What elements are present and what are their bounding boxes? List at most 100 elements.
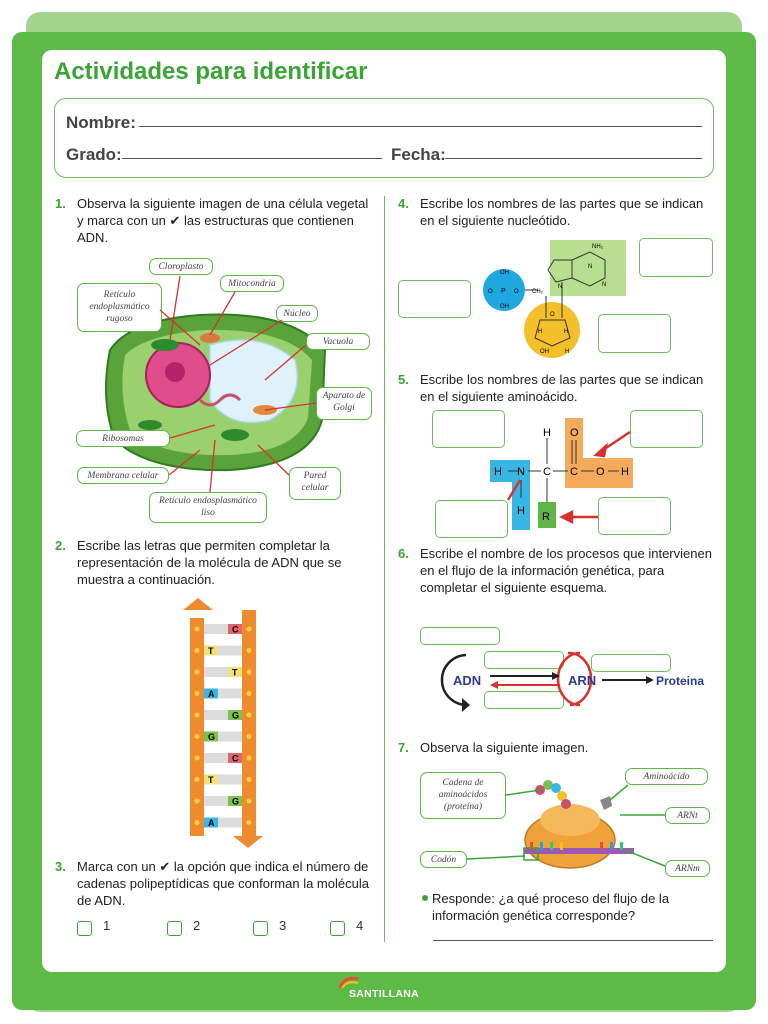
dna-strand-left [190, 618, 204, 836]
nombre-label: Nombre: [66, 113, 136, 132]
nombre-field[interactable] [139, 126, 702, 127]
question-7-text: Observa la siguiente imagen. [420, 740, 589, 755]
dna-rung [204, 667, 242, 677]
grado-field[interactable] [122, 158, 382, 159]
dna-base-g [204, 731, 218, 742]
atom-c-carboxyl: C [570, 466, 578, 478]
nucleotide-answer-box-base[interactable] [639, 238, 713, 277]
option-2-checkbox[interactable] [167, 921, 182, 936]
process-answer-box-reverse[interactable] [484, 691, 564, 709]
process-answer-box-translation[interactable] [591, 654, 671, 672]
dna-backbone-dot [246, 777, 252, 782]
dna-rung [204, 731, 242, 742]
fecha-label: Fecha: [391, 145, 446, 164]
option-4-checkbox[interactable] [330, 921, 345, 936]
amino-answer-box-1[interactable] [432, 410, 505, 448]
dna-backbone-dot [194, 798, 200, 804]
dna-base-g [228, 796, 242, 806]
dna-rung [204, 796, 242, 806]
student-info-box [54, 98, 714, 178]
dna-backbone-dot [246, 712, 252, 718]
question-1-number: 1. [55, 196, 66, 211]
dna-base-c [228, 753, 242, 763]
question-2-number: 2. [55, 538, 66, 553]
label-membrana-celular: Membrana celular [77, 467, 169, 484]
dna-backbone-dot [246, 798, 252, 804]
dna-base-c [228, 624, 242, 634]
dna-base-g [228, 710, 242, 720]
question-2: 2. Escribe las letras que permiten compl… [55, 537, 370, 588]
chem-n-2: N [602, 282, 606, 288]
process-answer-box-replication[interactable] [420, 627, 500, 645]
atom-o-right: O [596, 466, 605, 478]
chem-p: P [501, 288, 506, 295]
dna-base-letter: C [232, 625, 239, 635]
atom-o-top: O [570, 427, 579, 439]
dna-base-letter: T [232, 668, 238, 678]
dna-rung [204, 624, 242, 634]
label-aminoacido: Aminoácido [625, 768, 708, 785]
dna-base-a [204, 817, 218, 828]
dna-backbone-dot [246, 626, 252, 632]
amino-answer-box-3[interactable] [435, 500, 508, 538]
label-reticulo-rugoso: Retículo endoplasmático rugoso [77, 283, 162, 332]
nucleotide-diagram: NH₂ OH OH P O O CH₂ O H H OH H N N N [483, 240, 626, 358]
chem-n-3: N [558, 284, 562, 290]
chem-h-1: H [538, 329, 542, 335]
amino-acid-diagram: H H N C C O O H H R [490, 418, 633, 530]
dna-base-letter: G [208, 732, 215, 742]
page-title: Actividades para identificar [54, 58, 368, 85]
chem-n-1: N [588, 264, 592, 270]
answer-line[interactable] [433, 940, 713, 941]
amino-answer-box-4[interactable] [598, 497, 671, 535]
option-2-label: 2 [193, 918, 201, 933]
nucleotide-answer-box-sugar[interactable] [598, 314, 671, 353]
label-pared-celular: Pared celular [289, 467, 341, 500]
label-aparato-golgi: Aparato de Golgi [316, 387, 372, 420]
question-3: 3. Marca con un ✔ la opción que indica e… [55, 858, 370, 909]
label-arnt: ARNt [665, 807, 710, 824]
chem-o-ring: O [550, 312, 555, 318]
question-4: 4. Escribe los nombres de las partes que… [398, 195, 718, 229]
amino-answer-box-2[interactable] [630, 410, 703, 448]
phosphate-group [483, 269, 525, 311]
dna-rung [204, 817, 242, 828]
label-vacuola: Vacuola [306, 333, 370, 350]
adn-label: ADN [453, 673, 481, 688]
proteina-label: Proteina [656, 674, 704, 688]
dna-arrow-down [233, 836, 263, 848]
nucleotide-answer-box-phosphate[interactable] [398, 280, 471, 318]
label-cadena-aminoacidos: Cadena de aminoácidos (proteína) [420, 772, 506, 819]
arn-label: ARN [568, 673, 596, 688]
dna-base-letter: G [232, 711, 239, 721]
dna-rung [204, 645, 242, 656]
question-5: 5. Escribe los nombres de las partes que… [398, 371, 718, 405]
column-divider [384, 196, 385, 942]
nitrogen-base-area [550, 240, 626, 296]
dna-base-t [228, 667, 242, 677]
dna-backbone-dot [194, 626, 200, 632]
question-7: 7. Observa la siguiente imagen. [398, 739, 718, 756]
dna-backbone-dot [194, 734, 200, 739]
dna-backbone-dot [194, 777, 200, 782]
dna-backbone-dot [194, 691, 200, 696]
bullet-point [422, 895, 428, 901]
atom-h-bottom: H [517, 505, 525, 517]
question-6-number: 6. [398, 546, 409, 561]
dna-base-t [204, 774, 218, 785]
option-1-checkbox[interactable] [77, 921, 92, 936]
question-7-prompt: Responde: ¿a qué proceso del flujo de la… [432, 890, 714, 924]
dna-backbone-dot [246, 648, 252, 653]
fecha-field[interactable] [445, 158, 702, 159]
genetic-flow-diagram: ADN ARN Proteina [440, 651, 704, 712]
dna-backbone-dot [194, 820, 200, 825]
question-7-number: 7. [398, 740, 409, 755]
chem-oh-sugar: OH [540, 349, 549, 355]
dna-backbone-dot [246, 691, 252, 696]
question-6: 6. Escribe el nombre de los procesos que… [398, 545, 718, 596]
atom-n: N [517, 466, 525, 478]
dna-backbone-dot [246, 734, 252, 739]
dna-backbone-dot [194, 712, 200, 718]
chem-oh-top: OH [500, 270, 509, 276]
option-3-checkbox[interactable] [253, 921, 268, 936]
